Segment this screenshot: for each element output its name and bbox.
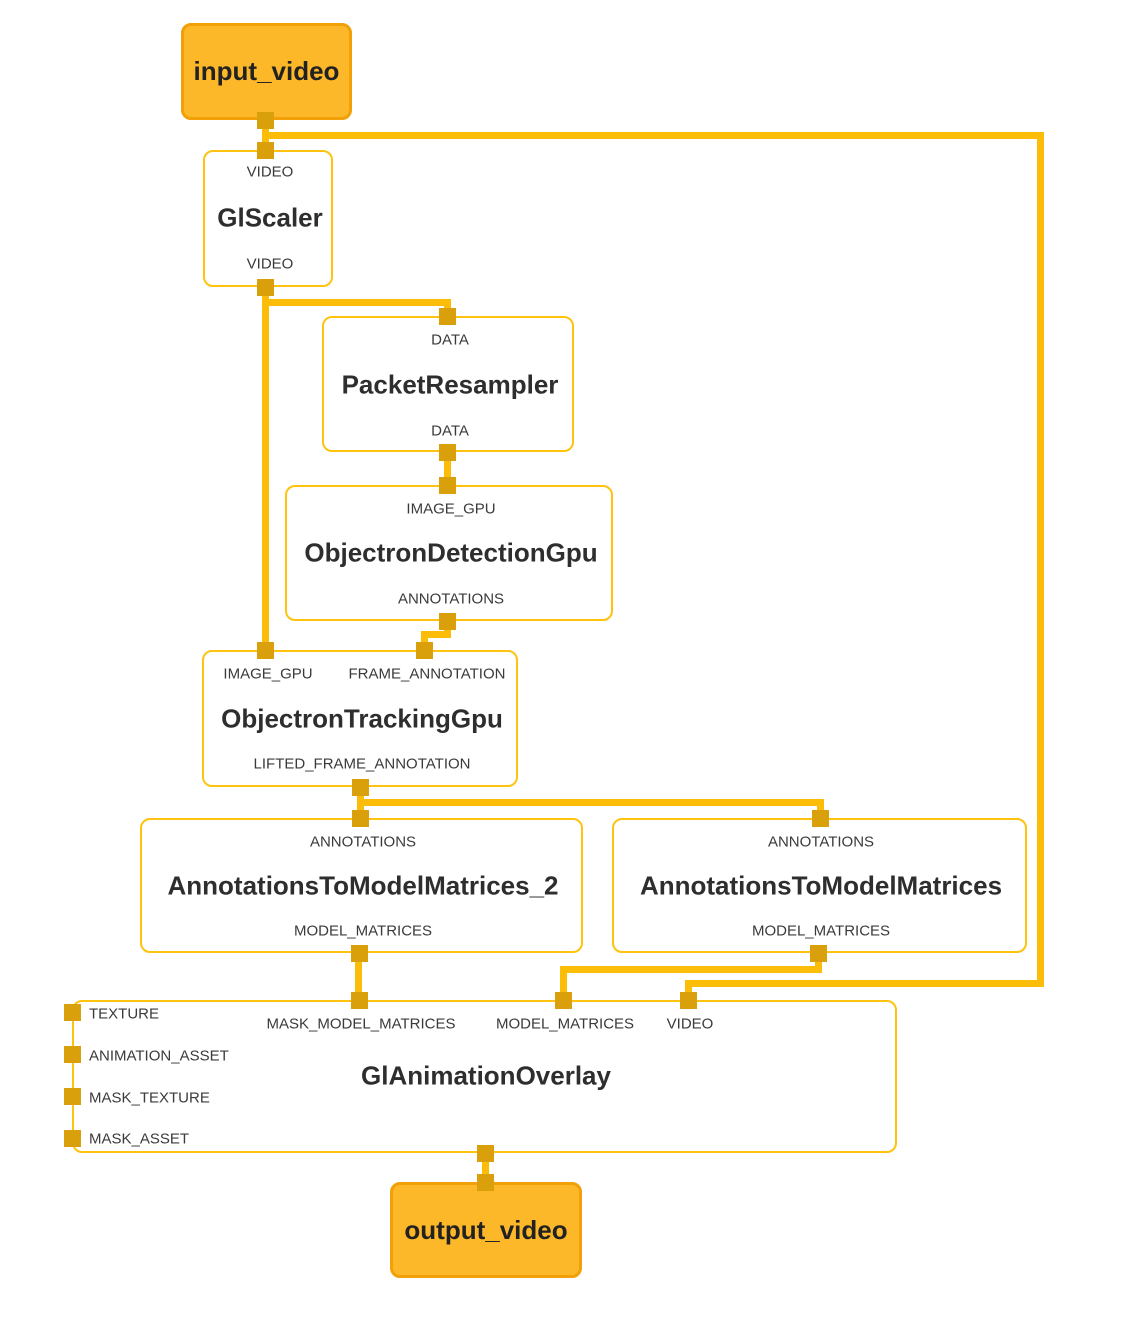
packetresampler-data-out-port [439, 444, 456, 461]
overlay-maskmodelmatrices-in-port [351, 992, 368, 1009]
overlay-input-modelmatrices-label: MODEL_MATRICES [495, 1015, 635, 1033]
node-packetresampler[interactable]: DATA PacketResampler DATA [322, 316, 574, 452]
a2mm2-input-label: ANNOTATIONS [309, 833, 417, 851]
inputvideo-out-port [257, 112, 274, 129]
glscaler-output-label: VIDEO [246, 255, 294, 273]
a2mm-title: AnnotationsToModelMatrices [639, 870, 1003, 901]
a2mm2-title: AnnotationsToModelMatrices_2 [167, 870, 559, 901]
a2mm2-modelmatrices-out-port [351, 945, 368, 962]
objectrontracking-imagegpu-in-port [257, 642, 274, 659]
a2mm-input-label: ANNOTATIONS [767, 833, 875, 851]
node-objectrontrackinggpu[interactable]: IMAGE_GPU FRAME_ANNOTATION ObjectronTrac… [202, 650, 518, 787]
overlay-out-port [477, 1145, 494, 1162]
input-video-label: input_video [193, 56, 340, 86]
objectrondetection-imagegpu-in-port [439, 477, 456, 494]
outputvideo-in-port [477, 1174, 494, 1191]
edge-a2mm-to-overlay-v2[interactable] [560, 966, 567, 1004]
edge-inputvideo-video-h2[interactable] [685, 980, 1044, 987]
overlay-texture-in-port [64, 1004, 81, 1021]
overlay-video-in-port [680, 992, 697, 1009]
objectrondetection-input-label: IMAGE_GPU [406, 500, 496, 518]
objectrontracking-frameannotation-in-port [416, 642, 433, 659]
overlay-masktexture-in-port [64, 1088, 81, 1105]
packetresampler-output-label: DATA [431, 422, 469, 440]
node-annotationstomodelmatrices-2[interactable]: ANNOTATIONS AnnotationsToModelMatrices_2… [140, 818, 583, 953]
a2mm-annotations-in-port [812, 810, 829, 827]
overlay-title: GlAnimationOverlay [361, 1060, 611, 1091]
overlay-input-maskasset-label: MASK_ASSET [89, 1130, 190, 1148]
edge-tracking-out-h[interactable] [357, 799, 824, 806]
node-input-video[interactable]: input_video [181, 23, 352, 120]
a2mm2-output-label: MODEL_MATRICES [293, 922, 433, 940]
a2mm2-annotations-in-port [352, 810, 369, 827]
edge-a2mm-to-overlay-h[interactable] [560, 966, 822, 973]
node-glscaler[interactable]: VIDEO GlScaler VIDEO [203, 150, 333, 287]
node-output-video[interactable]: output_video [390, 1182, 582, 1278]
objectrondetection-annotations-out-port [439, 613, 456, 630]
a2mm-modelmatrices-out-port [810, 945, 827, 962]
packetresampler-input-label: DATA [431, 331, 469, 349]
overlay-modelmatrices-in-port [555, 992, 572, 1009]
a2mm-output-label: MODEL_MATRICES [751, 922, 891, 940]
packetresampler-title: PacketResampler [341, 369, 559, 400]
overlay-input-video-label: VIDEO [666, 1015, 714, 1033]
edge-inputvideo-video-v1[interactable] [1037, 132, 1044, 987]
overlay-input-maskmodelmatrices-label: MASK_MODEL_MATRICES [266, 1015, 456, 1033]
objectrontracking-title: ObjectronTrackingGpu [221, 703, 503, 734]
edge-glscaler-to-tracking-v[interactable] [262, 283, 269, 654]
node-glanimationoverlay[interactable]: TEXTURE ANIMATION_ASSET MASK_TEXTURE MAS… [72, 1000, 897, 1153]
glscaler-title: GlScaler [217, 202, 323, 233]
overlay-input-animationasset-label: ANIMATION_ASSET [89, 1047, 229, 1065]
edge-a2mm2-to-overlay[interactable] [355, 949, 362, 1004]
overlay-maskasset-in-port [64, 1130, 81, 1147]
objectrontracking-liftedframeannotation-out-port [352, 779, 369, 796]
node-objectrondetectiongpu[interactable]: IMAGE_GPU ObjectronDetectionGpu ANNOTATI… [285, 485, 613, 621]
objectrontracking-output-label: LIFTED_FRAME_ANNOTATION [253, 755, 471, 773]
edge-glscaler-to-resampler-h[interactable] [262, 299, 451, 306]
edge-resampler-to-detection[interactable] [444, 448, 451, 489]
output-video-label: output_video [404, 1214, 568, 1245]
packetresampler-data-in-port [439, 308, 456, 325]
node-annotationstomodelmatrices[interactable]: ANNOTATIONS AnnotationsToModelMatrices M… [612, 818, 1027, 953]
edge-detection-to-tracking-h[interactable] [421, 631, 451, 638]
edge-inputvideo-video-h1[interactable] [262, 132, 1044, 139]
objectrontracking-input-frameannotation-label: FRAME_ANNOTATION [348, 665, 506, 683]
objectrondetection-output-label: ANNOTATIONS [397, 590, 505, 608]
objectrondetection-title: ObjectronDetectionGpu [304, 537, 598, 568]
glscaler-video-in-port [257, 142, 274, 159]
overlay-input-masktexture-label: MASK_TEXTURE [89, 1089, 210, 1107]
glscaler-input-label: VIDEO [246, 163, 294, 181]
glscaler-video-out-port [257, 279, 274, 296]
overlay-input-texture-label: TEXTURE [89, 1005, 160, 1023]
overlay-animationasset-in-port [64, 1046, 81, 1063]
edge-overlay-to-outputvideo[interactable] [482, 1149, 489, 1186]
objectrontracking-input-imagegpu-label: IMAGE_GPU [223, 665, 313, 683]
